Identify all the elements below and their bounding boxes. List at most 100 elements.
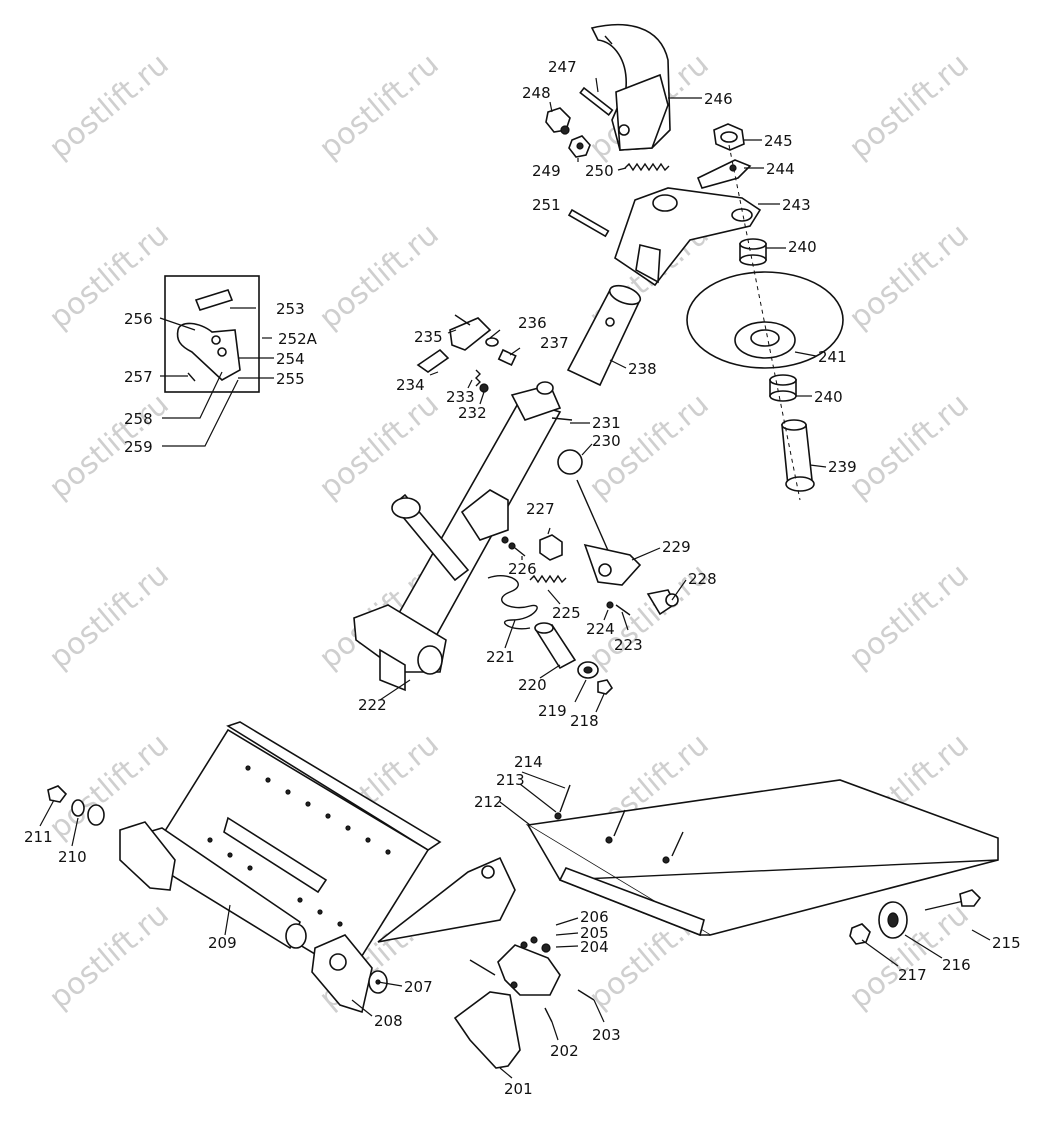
roller-216 (878, 901, 908, 939)
bolt-223-224 (606, 601, 631, 616)
washer-219 (577, 661, 599, 679)
pin-236 (485, 337, 499, 347)
label-228: 228 (688, 570, 717, 588)
spring-221 (487, 575, 538, 630)
label-255: 255 (276, 370, 305, 388)
label-250: 250 (585, 162, 614, 180)
label-211: 211 (24, 828, 53, 846)
label-208: 208 (374, 1012, 403, 1030)
label-251: 251 (532, 196, 561, 214)
watermark-text: postlift.ru (43, 897, 176, 1016)
pin-247 (579, 86, 614, 117)
nut-245 (713, 123, 745, 151)
watermark-text: postlift.ru (43, 727, 176, 846)
watermark-text: postlift.ru (43, 387, 176, 506)
watermark-text: postlift.ru (43, 217, 176, 336)
label-247: 247 (548, 58, 577, 76)
label-222: 222 (358, 696, 387, 714)
shaft-239 (781, 419, 815, 492)
label-207: 207 (404, 978, 433, 996)
nut-218 (597, 679, 614, 695)
watermark-text: postlift.ru (313, 47, 446, 166)
label-223: 223 (614, 636, 643, 654)
arm-bracket-243 (614, 187, 762, 287)
watermark-text: postlift.ru (843, 47, 976, 166)
label-224: 224 (586, 620, 615, 638)
bolts-213-214 (554, 784, 684, 864)
washer-210-bolt-211 (47, 785, 105, 826)
label-210: 210 (58, 848, 87, 866)
watermark-text: postlift.ru (43, 47, 176, 166)
label-201: 201 (504, 1080, 533, 1098)
label-214: 214 (514, 753, 543, 771)
inset-box-252A (164, 275, 260, 393)
watermark-text: postlift.ru (843, 557, 976, 676)
label-240-upper: 240 (788, 238, 817, 256)
bushing-240-lower (769, 374, 797, 402)
nut-249 (568, 135, 591, 158)
label-237: 237 (540, 334, 569, 352)
pin-231 (551, 417, 573, 421)
label-244: 244 (766, 160, 795, 178)
lever-229 (583, 543, 642, 586)
watermark-text: postlift.ru (313, 217, 446, 336)
washer-207 (368, 970, 388, 994)
label-235: 235 (414, 328, 443, 346)
spring-225 (529, 574, 567, 584)
label-230: 230 (592, 432, 621, 450)
label-253: 253 (276, 300, 305, 318)
label-245: 245 (764, 132, 793, 150)
label-209: 209 (208, 934, 237, 952)
label-243: 243 (782, 196, 811, 214)
bolts-202-206 (469, 936, 595, 1023)
bracket-235 (449, 314, 492, 351)
frame-holes (207, 765, 391, 927)
ramp-plate-212 (525, 779, 999, 937)
label-218: 218 (570, 712, 599, 730)
label-215: 215 (992, 934, 1021, 952)
label-241: 241 (818, 348, 847, 366)
sleeve-238 (566, 284, 642, 387)
hex-nut-248 (545, 107, 571, 135)
label-206: 206 (580, 908, 609, 926)
label-217: 217 (898, 966, 927, 984)
label-252A: 252A (278, 330, 318, 348)
label-204: 204 (580, 938, 609, 956)
label-248: 248 (522, 84, 551, 102)
label-233: 233 (446, 388, 475, 406)
watermark-text: postlift.ru (43, 557, 176, 676)
label-249: 249 (532, 162, 561, 180)
mount-head-246 (590, 23, 671, 151)
label-254: 254 (276, 350, 305, 368)
label-220: 220 (518, 676, 547, 694)
washer-plate-244 (696, 159, 752, 189)
column-222 (353, 381, 562, 692)
label-258: 258 (124, 410, 153, 428)
label-238: 238 (628, 360, 657, 378)
label-219: 219 (538, 702, 567, 720)
knob-230 (557, 449, 583, 475)
label-221: 221 (486, 648, 515, 666)
label-257: 257 (124, 368, 153, 386)
nut-227 (539, 534, 563, 561)
label-229: 229 (662, 538, 691, 556)
label-202: 202 (550, 1042, 579, 1060)
label-256: 256 (124, 310, 153, 328)
bracket-201 (453, 944, 561, 1069)
handle-234 (416, 348, 450, 373)
frame-base-209 (119, 721, 516, 1014)
label-231: 231 (592, 414, 621, 432)
label-212: 212 (474, 793, 503, 811)
bolt-215 (924, 889, 982, 911)
label-205: 205 (580, 924, 609, 942)
label-227: 227 (526, 500, 555, 518)
label-203: 203 (592, 1026, 621, 1044)
label-226: 226 (508, 560, 537, 578)
watermark-text: postlift.ru (843, 387, 976, 506)
bushing-237 (497, 348, 517, 367)
watermark-text: postlift.ru (313, 387, 446, 506)
spring-250 (624, 162, 670, 172)
spring-233 (475, 369, 481, 387)
label-259: 259 (124, 438, 153, 456)
label-236: 236 (518, 314, 547, 332)
